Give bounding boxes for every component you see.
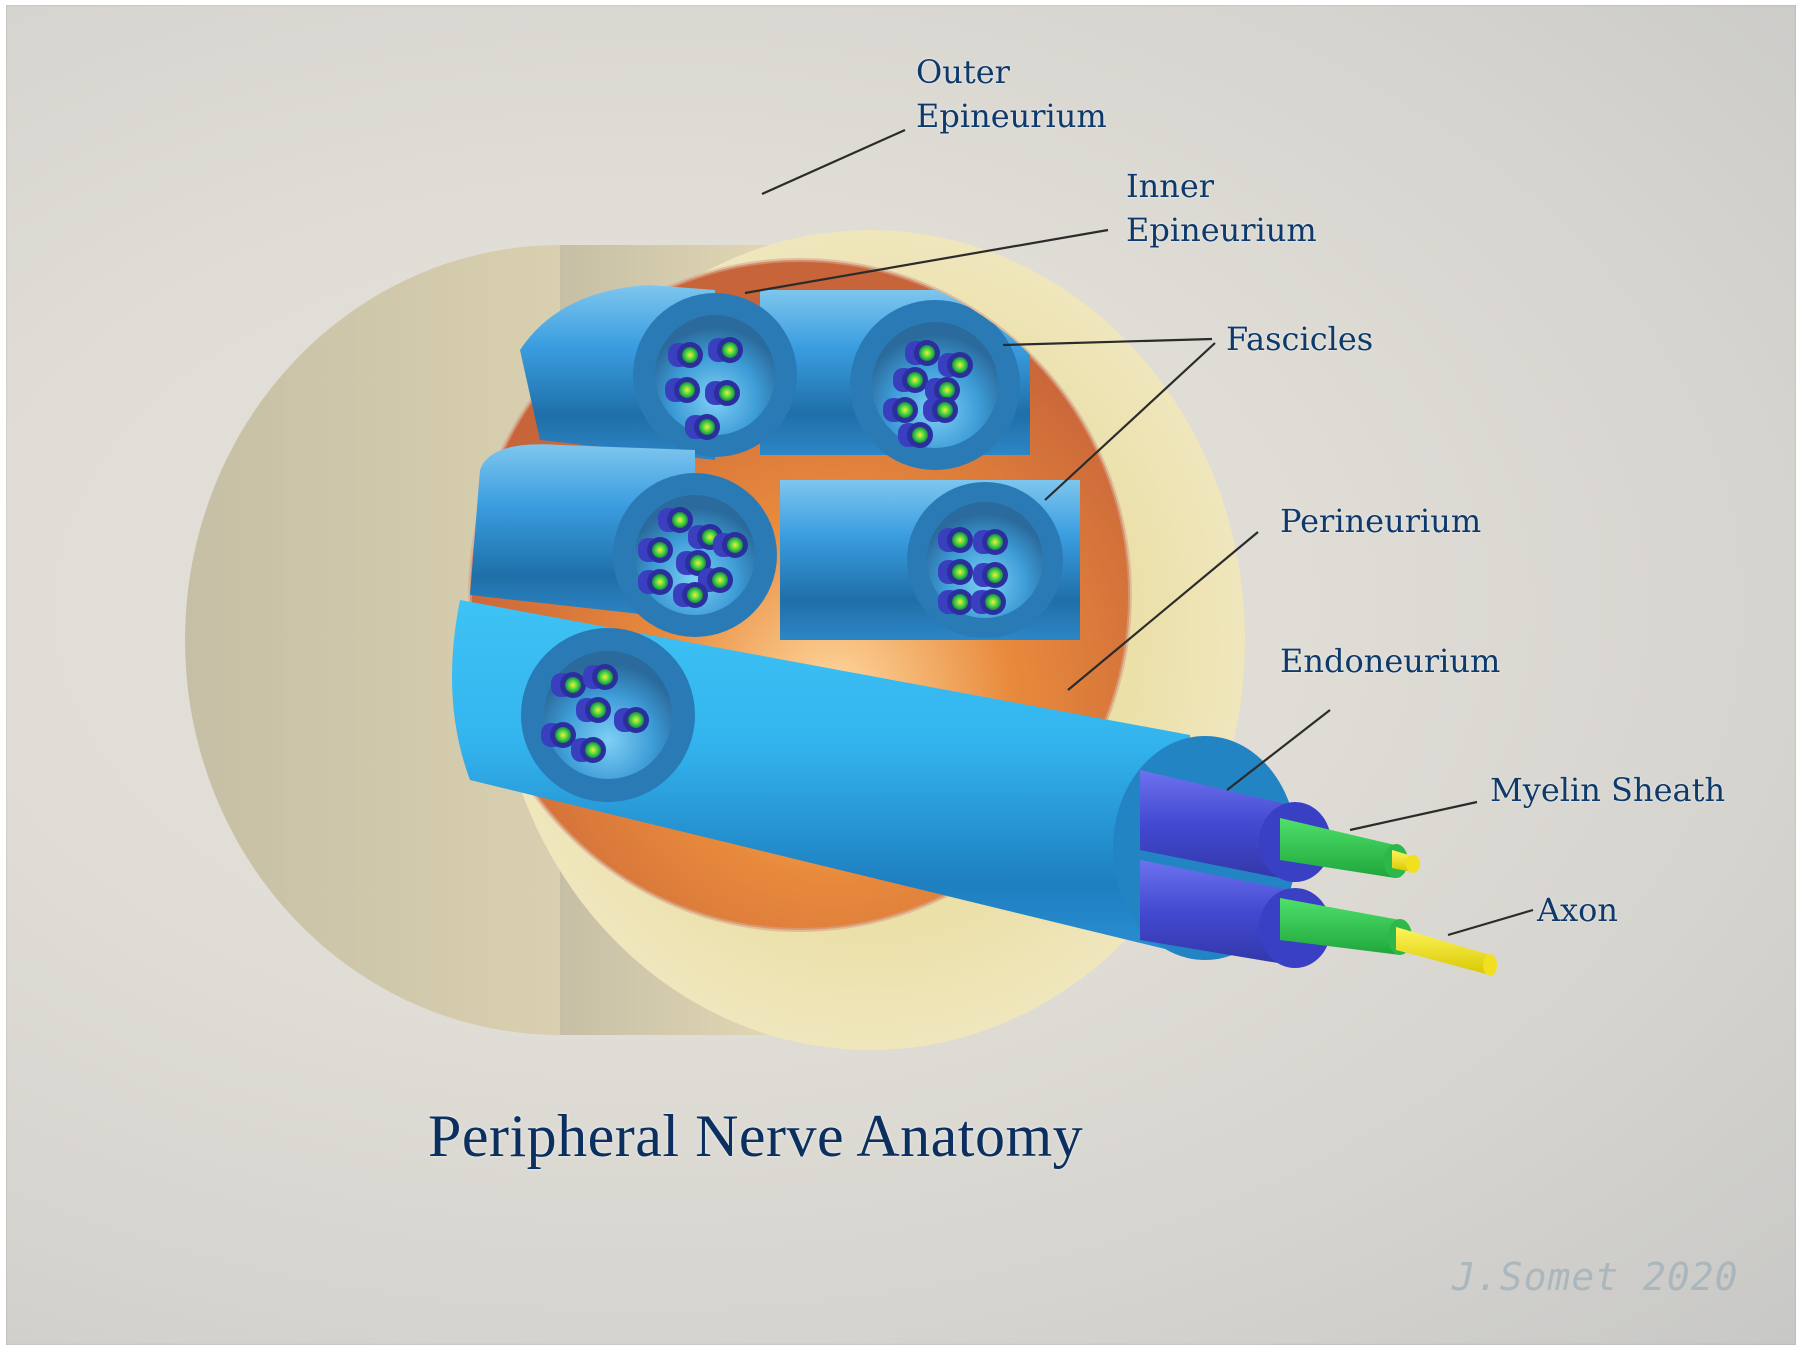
label-inner-epineurium-line2: Epineurium: [1126, 211, 1317, 249]
axon-bundle-core: [687, 587, 703, 603]
leader-axon: [1447, 908, 1534, 937]
label-outer-epineurium: Outer Epineurium: [916, 50, 1107, 138]
axon-bundle-core: [952, 594, 968, 610]
axon: [1392, 850, 1497, 976]
leader-inner-epineurium: [744, 228, 1109, 295]
axon-bundle-core: [937, 402, 953, 418]
label-inner-epineurium: Inner Epineurium: [1126, 164, 1317, 252]
axon-bundle-core: [985, 594, 1001, 610]
label-myelin-sheath: Myelin Sheath: [1490, 771, 1726, 809]
axon-bundle-core: [987, 534, 1003, 550]
leader-lines: [744, 128, 1534, 937]
endoneurium: [1140, 770, 1331, 968]
axon-bundle-core: [690, 555, 706, 571]
label-inner-epineurium-line1: Inner: [1126, 167, 1215, 205]
axon-bundle-core: [912, 427, 928, 443]
axon-bundle-core: [712, 572, 728, 588]
axon-bundle-core: [952, 357, 968, 373]
axon-bundle-core: [952, 532, 968, 548]
label-fascicles: Fascicles: [1226, 320, 1374, 358]
label-perineurium: Perineurium: [1280, 502, 1482, 540]
artist-signature: J.Somet 2020: [1452, 1255, 1739, 1299]
label-axon: Axon: [1537, 891, 1619, 929]
axon-bundle-core: [679, 382, 695, 398]
axon-bundle-core: [682, 347, 698, 363]
myelin-sheath: [1280, 818, 1412, 955]
axon-bundle-core: [652, 542, 668, 558]
axon-bundle-core: [555, 727, 571, 743]
axon-bundle-core: [987, 567, 1003, 583]
axon-bundle-core: [699, 419, 715, 435]
fascicle-top-left: [520, 285, 797, 460]
axon-bundle-core: [727, 537, 743, 553]
leader-endoneurium: [1226, 709, 1331, 791]
axon-bundle-core: [907, 372, 923, 388]
fascicle-axon-bundles: [541, 337, 1008, 763]
leader-myelin-sheath: [1349, 800, 1478, 832]
axon-bundle-core: [897, 402, 913, 418]
axon-bundle-core: [565, 677, 581, 693]
axon-bundle-core: [628, 712, 644, 728]
label-outer-epineurium-line1: Outer: [916, 53, 1010, 91]
axon-bundle-core: [672, 512, 688, 528]
axon-bundle-core: [597, 669, 613, 685]
axon-bundle-core: [722, 342, 738, 358]
label-outer-epineurium-line2: Epineurium: [916, 97, 1107, 135]
fascicle-mid-right: [780, 480, 1080, 640]
axon-bundle-core: [585, 742, 601, 758]
axon-bundle-core: [719, 385, 735, 401]
axon-bundle-core: [919, 345, 935, 361]
axon-bundle-core: [652, 574, 668, 590]
leader-outer-epineurium: [761, 128, 906, 196]
leader-fascicles-a: [1002, 337, 1213, 347]
label-endoneurium: Endoneurium: [1280, 642, 1501, 680]
leader-fascicles-b: [1044, 342, 1216, 501]
axon-bundle-core: [590, 702, 606, 718]
axon-bundle-core: [952, 564, 968, 580]
axon-bundle-core: [939, 382, 955, 398]
diagram-title: Peripheral Nerve Anatomy: [428, 1103, 1084, 1169]
leader-perineurium: [1067, 531, 1259, 691]
